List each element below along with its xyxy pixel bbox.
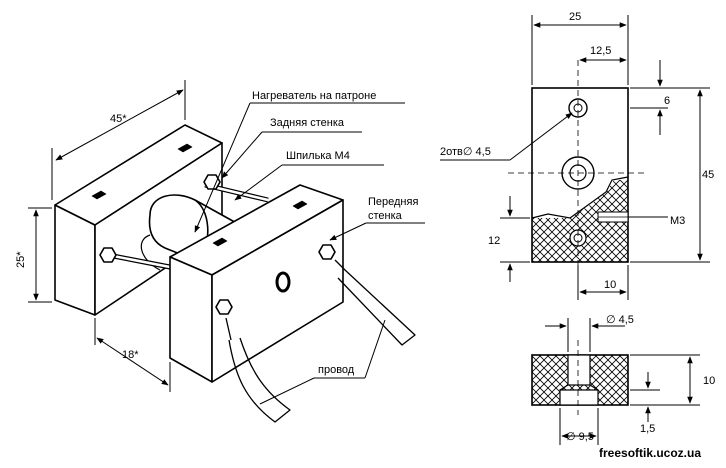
- dim-thread-offset: 10: [604, 279, 616, 291]
- isometric-dimensions: [28, 80, 186, 392]
- dim-iso-depth: 18*: [122, 349, 139, 361]
- dim-thread: М3: [670, 215, 685, 227]
- label-front-wall-line2: стенка: [368, 210, 403, 222]
- section-view: [531, 340, 629, 415]
- dim-iso-height: 25*: [15, 251, 27, 268]
- front-view-dimensions: [440, 15, 710, 300]
- dim-iso-length: 45*: [110, 113, 127, 125]
- dim-top-hole-offset: 6: [664, 95, 670, 107]
- section-view-dimensions: [545, 318, 700, 445]
- dim-bore-large: ∅ 9,5: [566, 431, 594, 443]
- dim-counterbore-depth: 1,5: [640, 423, 655, 435]
- dim-bore-small: ∅ 4,5: [606, 314, 634, 326]
- label-rear-wall: Задняя стенка: [270, 117, 345, 129]
- dim-hole-offset: 12,5: [590, 45, 611, 57]
- label-stud: Шпилька М4: [286, 150, 350, 162]
- label-wire: провод: [318, 364, 355, 376]
- dim-lower-band: 12: [488, 235, 500, 247]
- watermark: freesoftik.ucoz.ua: [599, 446, 701, 460]
- dim-front-width: 25: [569, 11, 581, 23]
- label-front-wall-line1: Передняя: [368, 196, 418, 208]
- dim-section-height: 10: [703, 375, 715, 387]
- label-heater: Нагреватель на патроне: [252, 90, 376, 102]
- isometric-assembly: [54, 124, 416, 423]
- dim-height: 45: [702, 169, 714, 181]
- dim-holes: 2отв∅ 4,5: [440, 146, 491, 158]
- front-view: [508, 60, 648, 270]
- wires: [225, 259, 416, 423]
- front-wall-block: [169, 184, 344, 383]
- threaded-studs: [99, 174, 269, 271]
- callout-leaders: [194, 102, 425, 405]
